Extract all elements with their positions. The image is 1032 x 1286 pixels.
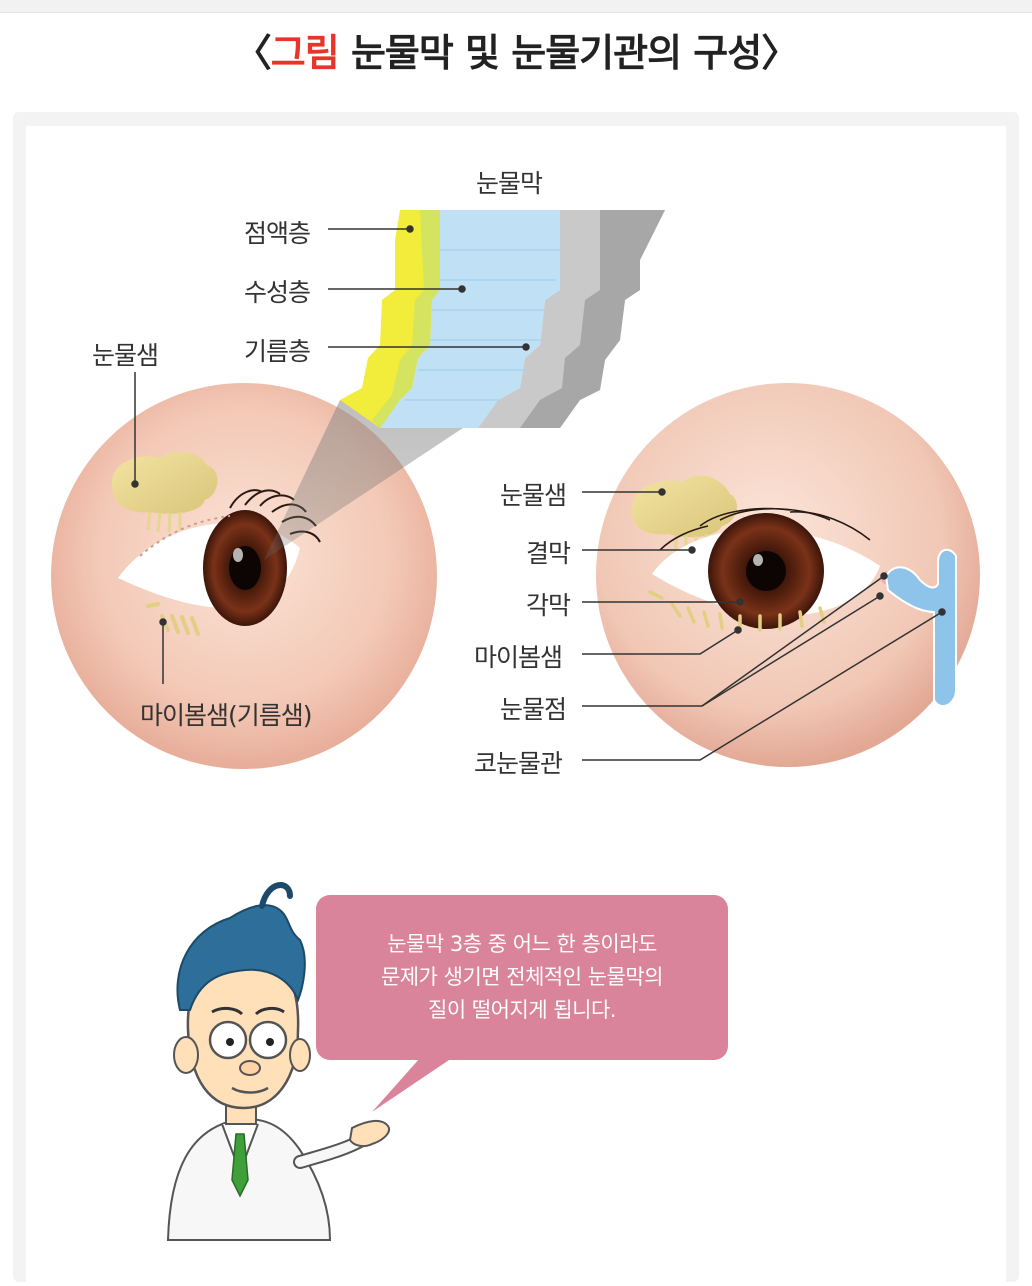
label-right-lacrimal-gland: 눈물샘 bbox=[500, 481, 567, 510]
right-lacrimal-gland bbox=[631, 475, 737, 538]
aqueous-layer bbox=[380, 210, 560, 428]
right-eye-leader-lines bbox=[582, 488, 946, 761]
label-cornea: 각막 bbox=[526, 591, 571, 620]
title-close-bracket: 〉 bbox=[761, 31, 799, 75]
magnification-cone bbox=[264, 400, 478, 560]
nasolacrimal-duct bbox=[884, 548, 957, 708]
title-accent: 그림 bbox=[270, 31, 340, 75]
tear-film-diagram bbox=[340, 210, 665, 428]
left-eye-leader-lines bbox=[131, 372, 167, 684]
doctor-tie bbox=[231, 1133, 249, 1198]
doctor-hair bbox=[176, 904, 306, 1011]
mucin-layer bbox=[340, 210, 440, 428]
speech-bubble bbox=[316, 895, 728, 1112]
right-eye-illustration bbox=[596, 383, 980, 767]
speech-line-2: 문제가 생기면 전체적인 눈물막의 bbox=[380, 965, 664, 989]
label-nasolacrimal-duct: 코눈물관 bbox=[474, 749, 563, 778]
label-mucin-layer: 점액층 bbox=[244, 219, 311, 248]
speech-bubble-text: 눈물막 3층 중 어느 한 층이라도 문제가 생기면 전체적인 눈물막의 질이 … bbox=[322, 928, 722, 1027]
doctor-character bbox=[166, 882, 390, 1241]
label-conjunctiva: 결막 bbox=[526, 539, 571, 568]
label-lipid-layer: 기름층 bbox=[244, 337, 311, 366]
label-meibomian-gland: 마이봄샘 bbox=[474, 643, 563, 672]
page-title: 〈그림 눈물막 및 눈물기관의 구성〉 bbox=[0, 22, 1032, 77]
title-text: 눈물막 및 눈물기관의 구성 bbox=[338, 31, 762, 75]
label-lacrimal-punctum: 눈물점 bbox=[500, 695, 567, 724]
left-eye-illustration bbox=[51, 383, 437, 769]
tear-film-leader-lines bbox=[328, 225, 530, 351]
right-eyelashes bbox=[659, 507, 871, 551]
tear-film-title: 눈물막 bbox=[476, 169, 543, 198]
title-open-bracket: 〈 bbox=[233, 31, 272, 75]
speech-line-3: 질이 떨어지게 됩니다. bbox=[428, 998, 616, 1022]
speech-line-1: 눈물막 3층 중 어느 한 층이라도 bbox=[387, 932, 657, 956]
top-divider bbox=[0, 0, 1032, 13]
label-left-meibomian-gland: 마이봄샘(기름샘) bbox=[140, 701, 313, 730]
left-lacrimal-gland bbox=[111, 451, 218, 514]
label-aqueous-layer: 수성층 bbox=[244, 278, 311, 307]
label-left-lacrimal-gland: 눈물샘 bbox=[92, 341, 159, 370]
